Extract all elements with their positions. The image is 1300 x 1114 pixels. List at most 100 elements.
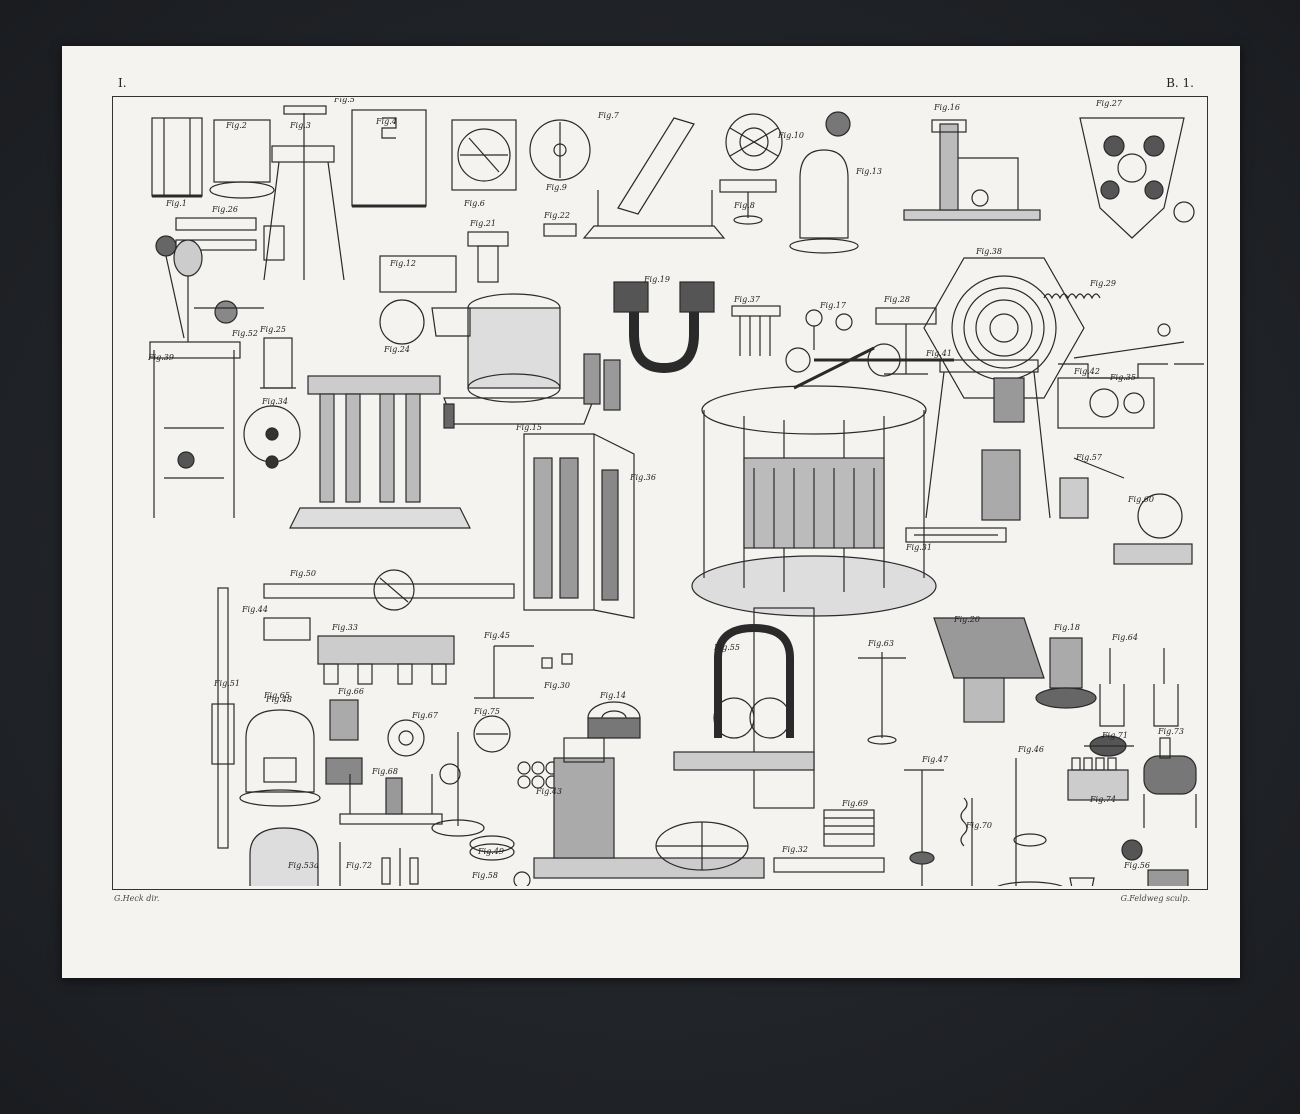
figure-label: Fig.56 bbox=[1123, 861, 1150, 870]
figure-label: Fig.32 bbox=[781, 845, 808, 854]
fig23-dynamo bbox=[533, 737, 765, 879]
figure-label: Fig.4 bbox=[375, 117, 397, 126]
fig6-dial bbox=[451, 119, 517, 191]
fig17-loops bbox=[805, 309, 853, 350]
fig4-square-frame bbox=[351, 109, 427, 208]
fig9-disc bbox=[529, 119, 591, 181]
fig21-22-clamps bbox=[467, 223, 577, 283]
figure-label: Fig.50 bbox=[289, 569, 316, 578]
fig27-hexagonal-battery bbox=[1079, 117, 1195, 239]
figure-label: Fig.1 bbox=[165, 199, 187, 208]
figure-label: Fig.43 bbox=[535, 787, 562, 796]
fig56-globe-stand bbox=[1069, 839, 1189, 886]
figure-label: Fig.47 bbox=[921, 755, 949, 764]
figure-label: Fig.18 bbox=[1053, 623, 1080, 632]
figure-label: Fig.16 bbox=[933, 103, 960, 112]
figure-label: Fig.34 bbox=[261, 397, 288, 406]
fig75-lens bbox=[473, 715, 511, 753]
figure-label: Fig.21 bbox=[469, 219, 496, 228]
engraver-credit-left: G.Heck dir. bbox=[114, 894, 160, 903]
figure-label: Fig.52 bbox=[231, 329, 258, 338]
figure-label: Fig.66 bbox=[337, 687, 364, 696]
figure-label: Fig.5 bbox=[333, 98, 355, 104]
figure-label: Fig.42 bbox=[1073, 367, 1100, 376]
fig72-chain-pendulum bbox=[339, 842, 341, 886]
fig69-coil bbox=[823, 809, 875, 847]
fig8-stand bbox=[719, 179, 777, 225]
engraving-illustrations: Fig.1Fig.2Fig.3Fig.4Fig.5Fig.6Fig.7Fig.8… bbox=[147, 98, 1204, 886]
fig60-rotating-device bbox=[1113, 493, 1193, 565]
figure-label: Fig.36 bbox=[629, 473, 656, 482]
figure-label: Fig.41 bbox=[925, 349, 952, 358]
figure-label: Fig.31 bbox=[905, 543, 932, 552]
figure-label: Fig.64 bbox=[1111, 633, 1138, 642]
figure-label: Fig.12 bbox=[389, 259, 416, 268]
figure-label: Fig.27 bbox=[1095, 99, 1123, 108]
fig43-balls bbox=[517, 761, 559, 789]
fig32-bar bbox=[773, 857, 885, 873]
figure-label: Fig.22 bbox=[543, 211, 570, 220]
figure-label: Fig.67 bbox=[411, 711, 439, 720]
fig2-ring-frame bbox=[209, 119, 275, 199]
fig39-tall-stand bbox=[149, 239, 241, 518]
figure-label: Fig.14 bbox=[599, 691, 626, 700]
fig65-pendulum-stand bbox=[431, 732, 485, 837]
figure-label: Fig.25 bbox=[259, 325, 286, 334]
fig63-stand bbox=[858, 652, 906, 745]
fig31-scale-bar bbox=[905, 527, 1007, 543]
figure-label: Fig.48 bbox=[265, 695, 292, 704]
fig33-bench bbox=[317, 635, 455, 685]
figure-label: Fig.9 bbox=[545, 183, 567, 192]
fig1-frame-apparatus bbox=[151, 117, 203, 198]
fig51-vertical-scale bbox=[211, 587, 235, 849]
figure-label: Fig.7 bbox=[597, 111, 620, 120]
figure-label: Fig.74 bbox=[1089, 795, 1116, 804]
figure-label: Fig.57 bbox=[1075, 453, 1103, 462]
fig73-boiler bbox=[1143, 737, 1197, 828]
figure-label: Fig.58 bbox=[471, 871, 498, 880]
fig57-jar bbox=[1059, 457, 1125, 519]
figure-label: Fig.6 bbox=[463, 199, 485, 208]
figure-label: Fig.28 bbox=[883, 295, 910, 304]
figure-label: Fig.13 bbox=[855, 167, 882, 176]
fig46-stand bbox=[997, 758, 1063, 886]
fig3-tripod-stand bbox=[263, 105, 345, 281]
figure-label: Fig.26 bbox=[211, 205, 238, 214]
fig28-stand bbox=[875, 307, 937, 375]
figure-label: Fig.10 bbox=[777, 131, 804, 140]
figure-label: Fig.44 bbox=[241, 605, 268, 614]
fig55-electromagnet-machine bbox=[673, 607, 815, 809]
figure-label: Fig.71 bbox=[1101, 731, 1128, 740]
plate-right-marker: B. 1. bbox=[1166, 76, 1194, 90]
fig34-circle bbox=[243, 405, 301, 469]
figure-label: Fig.73 bbox=[1157, 727, 1184, 736]
fig41-bench-frame bbox=[925, 359, 1051, 521]
fig53a-candelabra bbox=[381, 848, 419, 886]
fig16-bench-apparatus bbox=[903, 119, 1041, 221]
fig29-spring-rod bbox=[1043, 293, 1185, 359]
fig68-stand-apparatus bbox=[339, 774, 443, 825]
figure-label: Fig.2 bbox=[225, 121, 247, 130]
fig36-cell-battery bbox=[523, 433, 635, 619]
figure-label: Fig.51 bbox=[213, 679, 240, 688]
fig10-wheel bbox=[725, 113, 783, 171]
figure-label: Fig.19 bbox=[643, 275, 670, 284]
figure-label: Fig.15 bbox=[515, 423, 542, 432]
figure-label: Fig.8 bbox=[733, 201, 755, 210]
fig50-compass-bar bbox=[263, 569, 515, 611]
figure-label: Fig.63 bbox=[867, 639, 894, 648]
fig14-coil bbox=[587, 701, 641, 739]
figure-label: Fig.33 bbox=[331, 623, 358, 632]
figure-label: Fig.17 bbox=[819, 301, 847, 310]
fig64-jars bbox=[1099, 648, 1179, 727]
fig74-cell-row bbox=[1067, 757, 1129, 801]
figure-label: Fig.53a bbox=[287, 861, 319, 870]
figure-label: Fig.35 bbox=[1109, 373, 1136, 382]
figure-label: Fig.38 bbox=[975, 247, 1002, 256]
figure-label: Fig.75 bbox=[473, 707, 500, 716]
figure-label: Fig.60 bbox=[1127, 495, 1154, 504]
fig53-large-bell bbox=[249, 827, 319, 886]
figure-label: Fig.68 bbox=[371, 767, 398, 776]
figure-label: Fig.45 bbox=[483, 631, 510, 640]
